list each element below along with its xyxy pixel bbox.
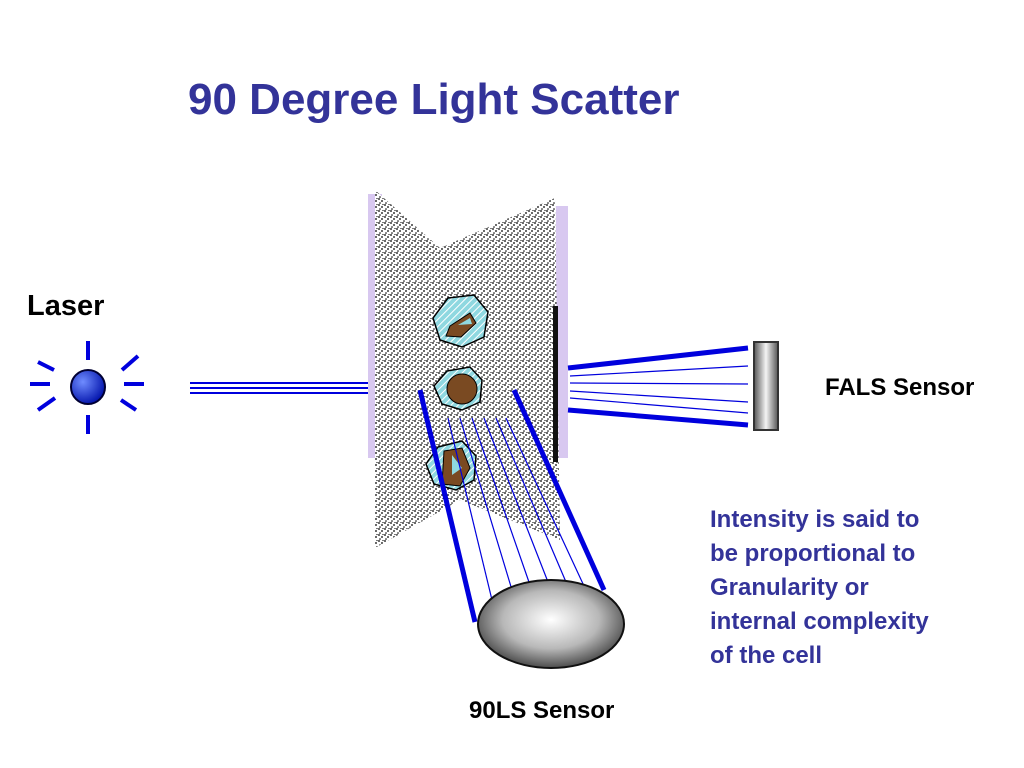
fals-sensor bbox=[753, 341, 779, 431]
note-line: Intensity is said to bbox=[710, 506, 920, 533]
forward-scatter-beam bbox=[567, 345, 749, 428]
laser-emitter bbox=[70, 369, 106, 405]
note-line: be proportional to bbox=[710, 540, 916, 567]
laser-beam bbox=[190, 382, 372, 394]
ls90-sensor bbox=[477, 579, 625, 669]
fals-sensor-label: FALS Sensor bbox=[825, 374, 975, 401]
flow-cell-right-wall bbox=[556, 206, 568, 458]
laser-rays bbox=[30, 341, 144, 434]
side-scatter-beam bbox=[417, 388, 607, 623]
laser-label: Laser bbox=[27, 290, 105, 322]
cell-top bbox=[432, 294, 489, 348]
slide-title: 90 Degree Light Scatter bbox=[188, 75, 680, 124]
obscuration-bar bbox=[553, 306, 558, 462]
note-line: Granularity or bbox=[710, 574, 869, 601]
cell-middle bbox=[433, 366, 483, 411]
note-line: of the cell bbox=[710, 642, 823, 669]
ls90-sensor-label: 90LS Sensor bbox=[469, 697, 615, 724]
laser-source bbox=[30, 341, 144, 434]
note-line: internal complexity bbox=[710, 608, 929, 635]
intensity-note: Intensity is said to be proportional to … bbox=[710, 503, 1000, 673]
